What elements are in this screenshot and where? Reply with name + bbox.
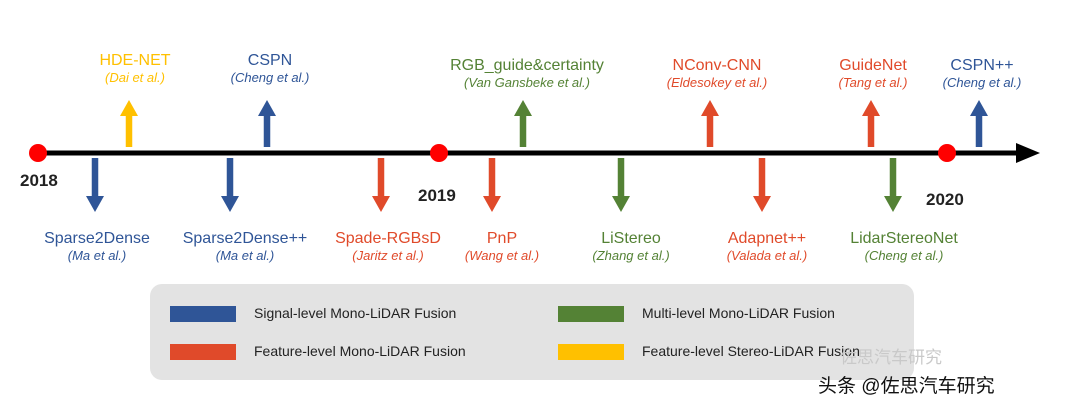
method-adapnet-plus-plus: Adapnet++ (Valada et al.) (727, 230, 807, 263)
legend-label-feature: Feature-level Mono-LiDAR Fusion (254, 343, 466, 359)
arrow-lidarstereonet (884, 158, 902, 212)
arrow-pnp (483, 158, 501, 212)
method-name: CSPN (247, 52, 293, 69)
timeline-arrowhead (1016, 143, 1040, 163)
method-nconv-cnn: NConv-CNN (Eldesokey et al.) (667, 57, 767, 90)
method-guidenet: GuideNet (Tang et al.) (839, 57, 908, 90)
method-authors: (Cheng et al.) (942, 75, 1022, 90)
method-sparse2dense: Sparse2Dense (Ma et al.) (44, 230, 150, 263)
method-name: LiStereo (601, 230, 661, 247)
method-spade-rgbsd: Spade-RGBsD (Jaritz et al.) (335, 230, 441, 263)
method-name: GuideNet (839, 57, 907, 74)
arrow-adapnet-plus-plus (753, 158, 771, 212)
legend-swatch-stereo (558, 344, 624, 360)
method-authors: (Dai et al.) (105, 70, 165, 85)
legend-label-stereo: Feature-level Stereo-LiDAR Fusion (642, 343, 860, 359)
method-name: Sparse2Dense++ (182, 230, 308, 247)
year-label-2018: 2018 (20, 171, 58, 190)
method-name: Sparse2Dense (44, 230, 150, 247)
method-authors: (Valada et al.) (726, 248, 808, 263)
legend-box: Signal-level Mono-LiDAR Fusion Multi-lev… (150, 284, 914, 380)
method-authors: (Zhang et al.) (592, 248, 670, 263)
arrow-listereo (612, 158, 630, 212)
arrow-cspn (258, 100, 276, 147)
year-dot-2019 (430, 144, 448, 162)
arrow-guidenet (862, 100, 880, 147)
watermark-faint: 佐思汽车研究 (840, 348, 942, 367)
method-authors: (Jaritz et al.) (352, 248, 424, 263)
legend-label-signal: Signal-level Mono-LiDAR Fusion (254, 305, 457, 321)
method-sparse2dense-plus-plus: Sparse2Dense++ (Ma et al.) (183, 230, 308, 263)
method-name: Spade-RGBsD (335, 230, 441, 247)
arrow-rgb-guide-certainty (514, 100, 532, 147)
legend-swatch-signal (170, 306, 236, 322)
method-cspn: CSPN (Cheng et al.) (231, 52, 310, 85)
legend-swatch-feature (170, 344, 236, 360)
arrow-hde-net (120, 100, 138, 147)
method-pnp: PnP (Wang et al.) (465, 230, 539, 263)
method-name: Adapnet++ (727, 230, 807, 247)
method-authors: (Ma et al.) (67, 248, 127, 263)
arrow-nconv-cnn (701, 100, 719, 147)
year-dot-2018 (29, 144, 47, 162)
arrow-spade-rgbsd (372, 158, 390, 212)
method-name: LidarStereoNet (850, 230, 958, 247)
method-authors: (Van Gansbeke et al.) (464, 75, 590, 90)
method-name: PnP (486, 230, 518, 247)
arrow-sparse2dense-plus-plus (221, 158, 239, 212)
method-authors: (Eldesokey et al.) (666, 75, 768, 90)
method-name: RGB_guide&certainty (450, 57, 604, 74)
method-listereo: LiStereo (Zhang et al.) (592, 230, 669, 263)
method-rgb-guide-certainty: RGB_guide&certainty (Van Gansbeke et al.… (450, 57, 604, 90)
legend-label-multi: Multi-level Mono-LiDAR Fusion (642, 305, 835, 321)
year-label-2019: 2019 (418, 186, 456, 205)
arrow-cspn-plus-plus (970, 100, 988, 147)
method-lidarstereonet: LidarStereoNet (Cheng et al.) (850, 230, 958, 263)
method-authors: (Cheng et al.) (864, 248, 944, 263)
watermark-main: 头条 @佐思汽车研究 (818, 376, 995, 397)
method-authors: (Tang et al.) (838, 75, 908, 90)
legend-swatch-multi (558, 306, 624, 322)
method-authors: (Wang et al.) (464, 248, 540, 263)
year-label-2020: 2020 (926, 190, 964, 209)
method-authors: (Ma et al.) (215, 248, 275, 263)
method-name: CSPN++ (950, 57, 1014, 74)
method-authors: (Cheng et al.) (230, 70, 310, 85)
method-hde-net: HDE-NET (Dai et al.) (99, 52, 170, 85)
arrow-sparse2dense (86, 158, 104, 212)
method-name: NConv-CNN (672, 57, 762, 74)
method-name: HDE-NET (99, 52, 171, 69)
method-cspn-plus-plus: CSPN++ (Cheng et al.) (943, 57, 1022, 90)
year-dot-2020 (938, 144, 956, 162)
